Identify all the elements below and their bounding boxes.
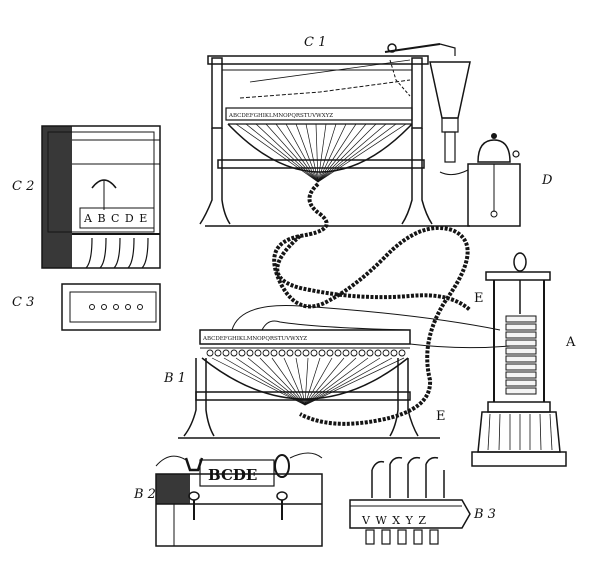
- label-c3: C 3: [12, 295, 34, 310]
- detail-b2-letters: BCDE: [208, 466, 257, 484]
- battery-a: A: [471, 252, 576, 467]
- transmitter-apparatus-b1: ABCDEFGHIKLMNOPQRSTUVWXYZ B 1: [163, 305, 511, 439]
- label-b3: B 3: [473, 507, 496, 522]
- receiver-apparatus-c1: ABCDEFGHIKLMNOPQRSTUVWXYZ C 1: [199, 35, 471, 227]
- label-a: A: [565, 335, 576, 350]
- receiver-alphabet: ABCDEFGHIKLMNOPQRSTUVWXYZ: [228, 113, 333, 119]
- label-e-upper: E: [474, 291, 484, 306]
- label-c1: C 1: [304, 35, 326, 50]
- label-c2: C 2: [12, 179, 34, 194]
- label-d: D: [541, 173, 553, 188]
- transmitter-alphabet: ABCDEFGHIKLMNOPQRSTUVWXYZ: [202, 336, 307, 342]
- detail-b3-letters: V W X Y Z: [361, 514, 427, 527]
- detail-b2: BCDE B 2: [133, 452, 323, 547]
- label-e-lower: E: [436, 409, 446, 424]
- label-b2: B 2: [133, 487, 156, 502]
- detail-c2-letters: A B C D E: [83, 212, 148, 225]
- twisted-cable: [272, 182, 472, 426]
- bell-apparatus-d: D: [439, 133, 553, 227]
- label-b1: B 1: [163, 371, 186, 386]
- detail-c2: A B C D E C 2: [12, 125, 161, 269]
- detail-b3: V W X Y Z B 3: [349, 456, 496, 545]
- detail-c3: C 3: [12, 283, 161, 331]
